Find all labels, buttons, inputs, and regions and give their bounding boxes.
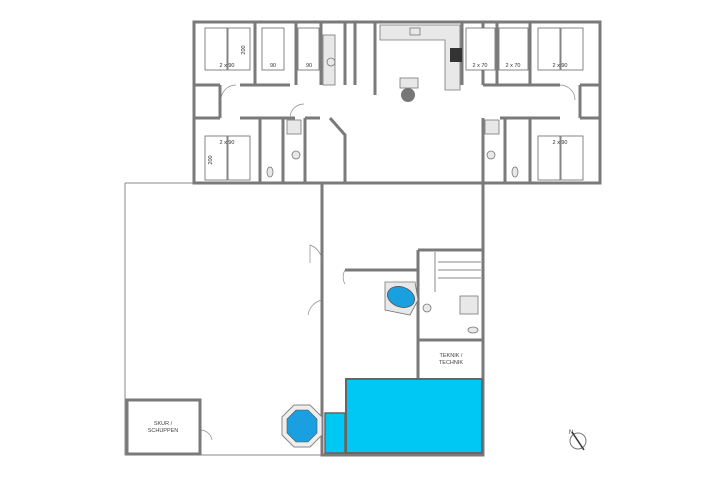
bed-size-label: 90 [306,63,312,69]
hot-tub [286,409,318,443]
bed-size-label: 90 [270,63,276,69]
top-wing-walls [192,20,602,185]
pool-step-area [324,412,346,454]
stove-icon [450,48,462,62]
shed-label: SCHUPPEN [148,428,179,434]
shower-icon [484,119,500,135]
bed-double-bottom-left: 2 x 90 [204,135,251,181]
bed-double-top-left: 2 x 90 [204,27,251,71]
tech-room-label: TEKNIK / [440,353,463,359]
tech-room-label: TECHNIK [439,360,463,366]
sink-icon [422,303,432,313]
sink-icon [326,57,336,67]
kitchen-sink-icon [409,27,421,36]
bath-block-walls [345,248,483,378]
shed [125,398,202,456]
toilet-icon [467,326,479,334]
sauna-benches [434,252,481,292]
bed-single-70-2: 2 x 70 [498,27,529,71]
dining-bench [399,77,419,89]
bed-length-label: 200 [208,155,214,164]
compass-icon: N [569,430,587,451]
bed-size-label: 2 x 90 [220,140,235,146]
bed-length-label: 200 [241,45,247,54]
bed-single-1: 90 [261,27,285,71]
bed-size-label: 2 x 70 [506,63,521,69]
bed-double-bottom-right: 2 x 90 [537,135,584,181]
sink-icon [486,150,496,160]
doors [199,84,576,441]
shower-icon [459,295,479,315]
kitchen-counter [379,24,461,91]
shed-label: SKUR / [154,421,173,427]
bed-size-label: 2 x 90 [553,63,568,69]
toilet-icon [511,166,519,178]
compass-north-label: N [569,430,573,436]
dining-table-icon [401,88,415,102]
swimming-pool [345,378,483,454]
bed-single-70-1: 2 x 70 [465,27,496,71]
central-building-walls [320,183,485,457]
bed-size-label: 2 x 90 [553,140,568,146]
bed-double-top-right: 2 x 90 [537,27,584,71]
toilet-icon [266,166,274,178]
shower-icon [286,119,302,135]
bed-size-label: 2 x 70 [473,63,488,69]
sink-icon [291,150,301,160]
bathtub [387,286,415,308]
bed-size-label: 2 x 90 [220,63,235,69]
bed-single-2: 90 [297,27,320,71]
